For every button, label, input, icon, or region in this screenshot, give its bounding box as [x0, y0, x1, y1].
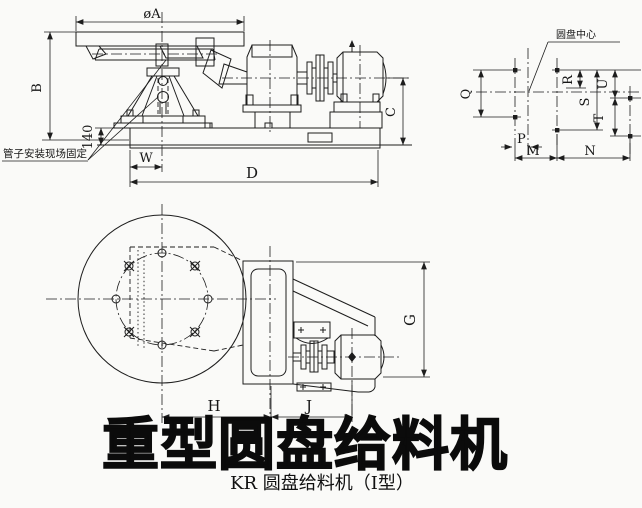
housing-opening — [250, 268, 287, 377]
dim-label-m: M — [526, 144, 539, 159]
dim-label-p: P — [517, 132, 526, 147]
gearbox-body — [246, 44, 298, 106]
dim-label-diameter: øA — [143, 7, 161, 22]
support-stand — [127, 75, 199, 117]
grease-cup — [157, 91, 169, 103]
hidden-outline — [129, 246, 244, 352]
dim-label-d: D — [246, 164, 258, 182]
coupling — [306, 54, 337, 102]
dim-label-g: G — [401, 314, 419, 326]
motor-base-lower — [329, 111, 383, 129]
top-plan-view: G H J — [46, 204, 430, 423]
dim-label-140: 140 — [81, 125, 96, 150]
stand-foot-left — [120, 115, 144, 124]
gearbox-plan — [293, 321, 331, 344]
dim-label-r: R — [561, 74, 576, 85]
center-pipe — [155, 43, 169, 67]
foundation-bolt-plan: Q R S U T P M N 圆盘中心 — [459, 28, 641, 161]
foot-plate — [296, 382, 332, 392]
drive-frame — [292, 278, 376, 393]
base-plate-detail — [307, 132, 333, 143]
lifting-eye-arrow — [349, 40, 355, 47]
dim-label-t: T — [592, 113, 607, 122]
dim-label-s: S — [578, 98, 593, 107]
bolt-hole — [203, 294, 213, 304]
dim-label-b: B — [30, 83, 45, 93]
bolt-hole — [111, 294, 121, 304]
gearbox-flange — [242, 104, 302, 113]
bolt-hole — [157, 340, 167, 350]
dim-label-w: W — [139, 151, 153, 166]
leader-line — [87, 96, 159, 161]
motor-base-upper — [333, 101, 381, 113]
foot-bolt-right — [192, 109, 200, 117]
gear-housing — [195, 37, 215, 67]
pipe-note: 管子安装现场固定 — [3, 147, 87, 160]
dim-label-u: U — [596, 78, 611, 89]
motor-side — [329, 40, 387, 129]
dim-label-n: N — [584, 144, 595, 159]
dim-label-h: H — [207, 397, 220, 415]
bevel-gear — [202, 49, 232, 89]
stand-foot-right — [182, 115, 206, 124]
bolt-hole — [157, 248, 167, 258]
drive-housing — [242, 260, 294, 385]
dim-label-q: Q — [459, 89, 474, 100]
dim-label-j: J — [304, 397, 312, 415]
subtitle: KR 圆盘给料机（Ⅰ型） — [230, 473, 414, 494]
gearbox-top — [251, 44, 293, 58]
side-elevation-view: øA — [2, 7, 412, 187]
pivot-bearing — [158, 76, 168, 86]
coupling-plan — [293, 340, 335, 373]
bolt-hole-crossed — [123, 260, 201, 338]
scraper-arm — [159, 45, 204, 59]
stand-flange — [146, 67, 180, 77]
dim-label-c: C — [384, 107, 399, 117]
leader-line — [87, 59, 167, 161]
disc-center-label: 圆盘中心 — [556, 28, 596, 41]
leader-line — [528, 41, 549, 92]
foot-bolt-left — [126, 109, 134, 117]
gear-hub — [218, 63, 248, 85]
motor-plan — [288, 328, 400, 423]
main-title: 重型圆盘给料机 — [102, 412, 508, 478]
